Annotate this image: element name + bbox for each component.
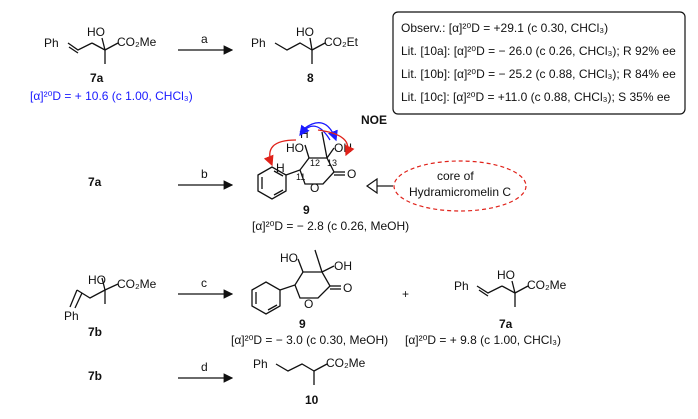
step-label-d: d	[201, 360, 208, 374]
hydroxyl-label: HO	[87, 25, 105, 39]
ester-label: CO₂Me	[527, 278, 567, 292]
hydroxyl-label: OH	[334, 259, 352, 273]
c11-number: 11	[296, 172, 305, 182]
ring-oxygen-label: O	[304, 297, 313, 311]
rotation-lit-10b: Lit. [10b]: [α]²⁰D = − 25.2 (c 0.88, CHC…	[401, 67, 676, 81]
compound-label-7b-row4: 7b	[88, 369, 102, 383]
compound-9-structure: HO H OH H 12 13 11 O O	[257, 122, 356, 200]
core-of-label: core of	[437, 169, 474, 183]
compound-7a-structure: Ph HO CO₂Me	[44, 25, 157, 64]
rotation-9-c: [α]²⁰D = − 3.0 (c 0.30, MeOH)	[231, 333, 388, 347]
step-label-c: c	[201, 276, 207, 290]
compound-10-structure: Ph CO₂Me	[253, 356, 366, 385]
noe-arrow-red	[263, 139, 297, 167]
rotation-lit-10a: Lit. [10a]: [α]²⁰D = − 26.0 (c 0.26, CHC…	[401, 44, 676, 58]
compound-label-7a-row2: 7a	[88, 175, 102, 189]
compound-label-10: 10	[305, 393, 319, 407]
noe-arrow-blue-2	[299, 124, 331, 141]
c12-number: 12	[310, 158, 320, 168]
rotation-observed: Observ.: [α]²⁰D = +29.1 (c 0.30, CHCl₃)	[401, 21, 608, 35]
plus-sign: +	[402, 287, 409, 301]
phenyl-label: Ph	[64, 309, 79, 323]
compound-label-8: 8	[307, 71, 314, 85]
ester-label: CO₂Me	[326, 356, 366, 370]
compound-label-7a-row3: 7a	[499, 317, 513, 331]
carbonyl-oxygen-label: O	[347, 167, 356, 181]
hydramicromelin-label: Hydramicromelin C	[409, 185, 511, 199]
ester-label: CO₂Me	[117, 277, 157, 291]
hydroxyl-label: OH	[334, 141, 352, 155]
h11-label: H	[276, 161, 285, 175]
compound-label-9: 9	[303, 203, 310, 217]
phenyl-label: Ph	[253, 357, 268, 371]
ester-label: CO₂Et	[324, 35, 359, 49]
compound-9-structure-row3: HO OH O O	[251, 249, 352, 315]
ring-oxygen-label: O	[310, 181, 319, 195]
hydroxyl-label: HO	[296, 25, 314, 39]
carbonyl-oxygen-label: O	[343, 281, 352, 295]
compound-7a-structure-row3: Ph HO CO₂Me	[454, 268, 567, 307]
core-ellipse	[393, 160, 527, 212]
hydroxyl-label: HO	[497, 268, 515, 282]
compound-label-7a: 7a	[90, 71, 104, 85]
hydroxyl-label: HO	[286, 141, 304, 155]
step-label-b: b	[201, 167, 208, 181]
compound-7b-structure: HO CO₂Me Ph	[64, 273, 157, 323]
noe-arrow-red-2	[317, 129, 355, 157]
optical-rotation-box: Observ.: [α]²⁰D = +29.1 (c 0.30, CHCl₃) …	[392, 11, 686, 115]
c13-number: 13	[327, 158, 337, 168]
hydroxyl-label: HO	[280, 251, 298, 265]
phenyl-label: Ph	[251, 36, 266, 50]
compound-label-7b: 7b	[88, 325, 102, 339]
hydroxyl-label: HO	[88, 273, 106, 287]
compound-8-structure: Ph HO CO₂Et	[251, 25, 359, 64]
phenyl-label: Ph	[454, 279, 469, 293]
rotation-lit-10c: Lit. [10c]: [α]²⁰D = +11.0 (c 0.88, CHCl…	[401, 90, 671, 104]
step-label-a: a	[201, 32, 208, 46]
rotation-7a: [α]²⁰D = + 10.6 (c 1.00, CHCl₃)	[30, 89, 193, 103]
noe-label: NOE	[361, 113, 387, 127]
rotation-9-b: [α]²⁰D = − 2.8 (c 0.26, MeOH)	[252, 219, 409, 233]
compound-label-9-row3: 9	[299, 317, 306, 331]
ester-label: CO₂Me	[117, 35, 157, 49]
phenyl-label: Ph	[44, 36, 59, 50]
open-arrow-head	[365, 177, 378, 195]
rotation-7a-c: [α]²⁰D = + 9.8 (c 1.00, CHCl₃)	[405, 333, 561, 347]
